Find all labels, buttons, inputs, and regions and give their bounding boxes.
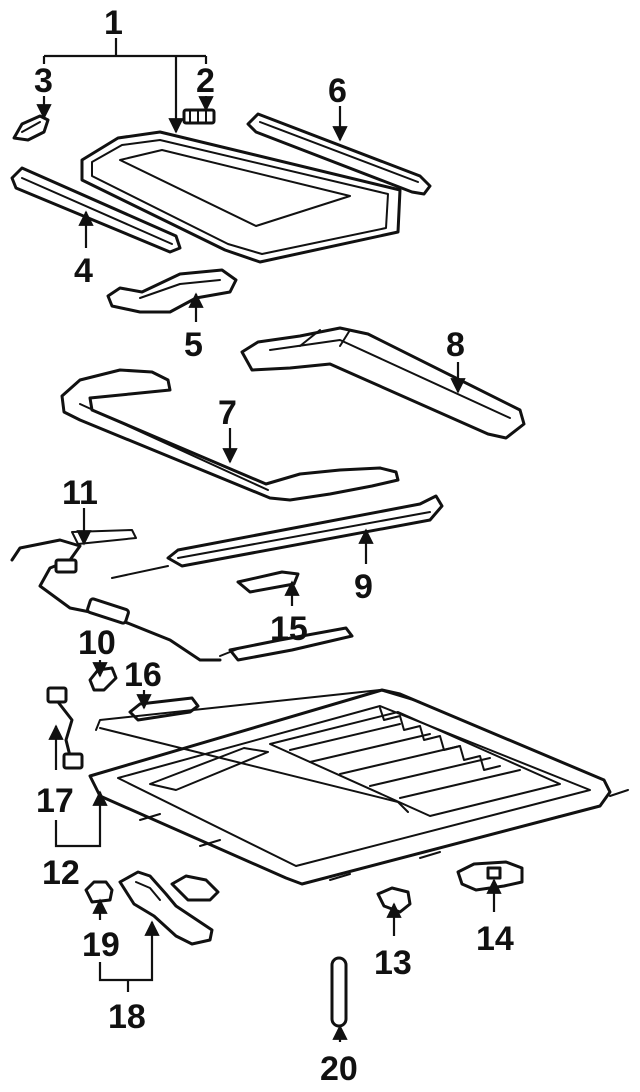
callout-20: 20	[320, 1050, 358, 1088]
part-1-glass-panel	[80, 130, 402, 264]
callout-3: 3	[34, 62, 53, 100]
part-15-retainer	[236, 570, 300, 594]
callout-18: 18	[108, 998, 146, 1036]
callout-17: 17	[36, 782, 74, 820]
callout-labels: 1 2 3 4 5 6 7 8 9 10 11 12 13 14 15 16 1…	[34, 4, 514, 1088]
part-2-clip	[182, 108, 216, 125]
part-7-frame	[60, 368, 400, 502]
callout-5: 5	[184, 326, 203, 364]
part-20-drain-hose	[330, 956, 348, 1028]
part-19-knob	[84, 880, 114, 904]
part-12-housing	[88, 688, 629, 886]
leader-lines	[36, 38, 502, 1042]
callout-2: 2	[196, 62, 215, 100]
callout-1: 1	[104, 4, 123, 42]
callout-12: 12	[42, 854, 80, 892]
part-5-bracket	[106, 268, 238, 314]
part-4-guide-rail	[10, 166, 182, 254]
part-18-motor	[118, 870, 220, 946]
callout-14: 14	[476, 920, 514, 958]
part-17-harness	[46, 686, 84, 770]
part-9-slide-track	[111, 494, 444, 579]
callout-15: 15	[270, 610, 308, 648]
part-11-drive-cable	[10, 529, 354, 662]
callout-13: 13	[374, 944, 412, 982]
callout-11: 11	[62, 474, 98, 512]
part-8-drive-rail	[240, 326, 526, 440]
callout-19: 19	[82, 926, 120, 964]
part-13-cam	[376, 886, 412, 914]
callout-9: 9	[354, 568, 373, 606]
part-16-seal	[128, 696, 200, 722]
callout-4: 4	[74, 252, 93, 290]
part-10-clip	[88, 666, 118, 692]
part-14-bracket	[456, 860, 524, 892]
callout-6: 6	[328, 72, 347, 110]
callout-16: 16	[124, 656, 162, 694]
callout-7: 7	[218, 394, 237, 432]
part-3-bracket	[12, 114, 50, 142]
callout-10: 10	[78, 624, 116, 662]
callout-8: 8	[446, 326, 465, 364]
part-6-weatherstrip	[246, 112, 432, 196]
